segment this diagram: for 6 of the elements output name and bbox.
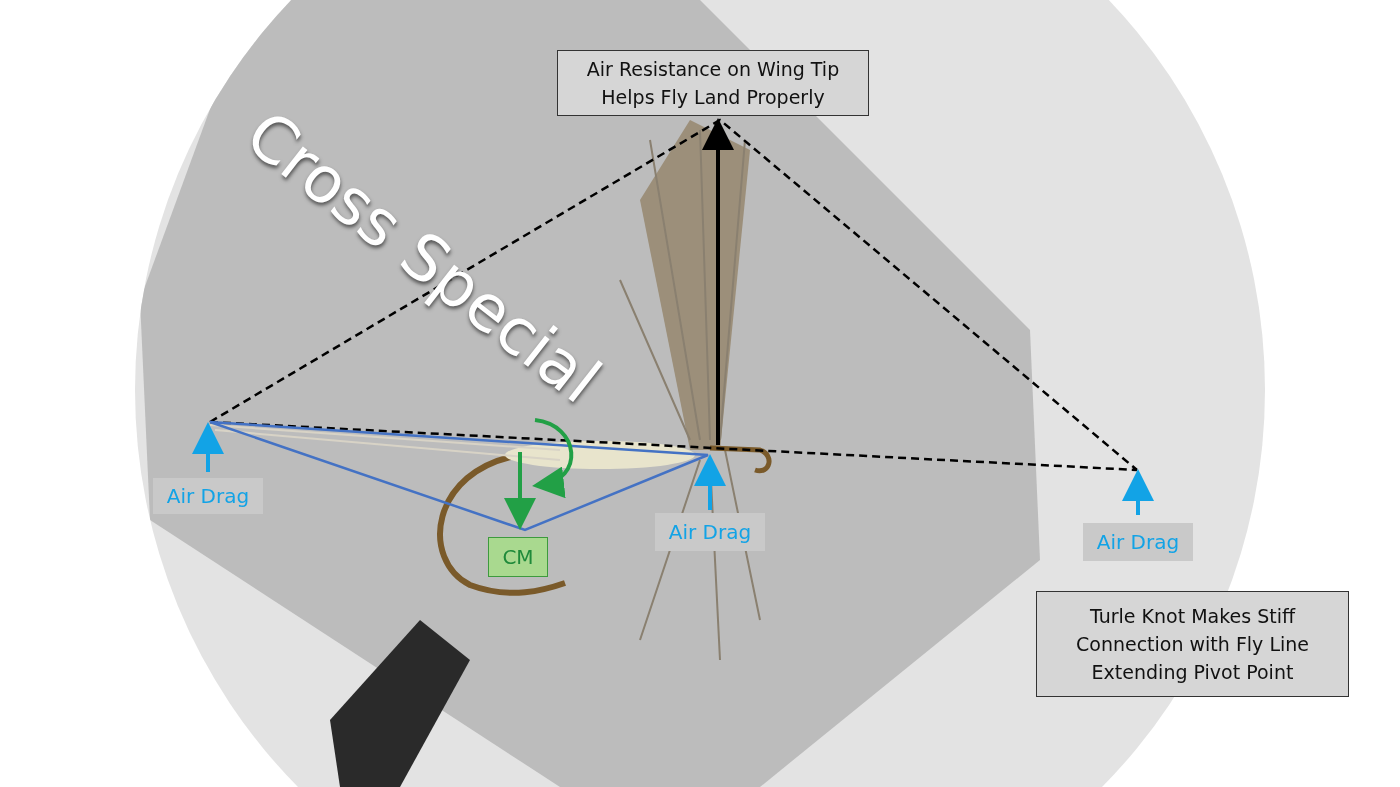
callout-box: Turle Knot Makes Stiff Connection with Fly Line Extending Pivot Point <box>1036 591 1349 697</box>
force-label: Air Drag <box>655 513 765 551</box>
force-label: Air Drag <box>153 478 263 514</box>
callout-box: Air Resistance on Wing Tip Helps Fly Land Properly <box>557 50 869 116</box>
force-label: Air Drag <box>1083 523 1193 561</box>
center-of-mass-label: CM <box>488 537 548 577</box>
